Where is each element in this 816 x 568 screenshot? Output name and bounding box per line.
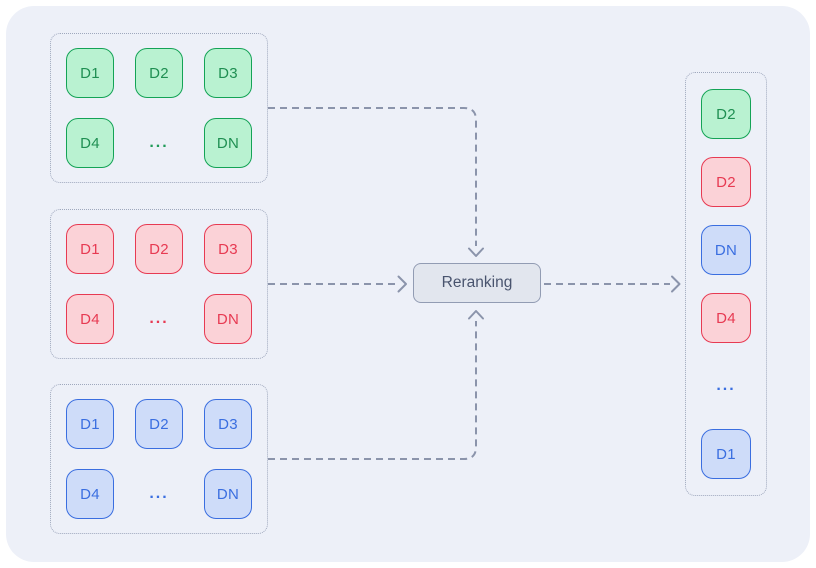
arrow-green-group-to-reranking [268, 107, 484, 257]
ellipsis-output: ... [716, 377, 736, 394]
arrow-red-group-to-reranking [268, 275, 407, 293]
doc-box-green-d4: D4 [66, 118, 114, 168]
ellipsis-blue: ... [149, 485, 169, 502]
ellipsis-red: ... [149, 310, 169, 327]
doc-box-blue-dn: DN [204, 469, 252, 519]
diagram-panel: D1 D2 D3 D4 ... DN D1 D2 D3 D4 ... DN D1… [6, 6, 810, 562]
doc-box-green-dn: DN [204, 118, 252, 168]
candidate-group-red: D1 D2 D3 D4 ... DN [50, 209, 268, 359]
reranking-box: Reranking [413, 263, 541, 303]
output-doc-2: D2 [701, 157, 751, 207]
candidate-group-green: D1 D2 D3 D4 ... DN [50, 33, 268, 183]
output-column: D2 D2 DN D4 ... D1 [685, 72, 767, 496]
doc-box-blue-d1: D1 [66, 399, 114, 449]
output-doc-3: DN [701, 225, 751, 275]
doc-box-green-d3: D3 [204, 48, 252, 98]
output-doc-1: D2 [701, 89, 751, 139]
doc-box-blue-d4: D4 [66, 469, 114, 519]
doc-box-red-dn: DN [204, 294, 252, 344]
output-doc-4: D4 [701, 293, 751, 343]
doc-box-red-d3: D3 [204, 224, 252, 274]
doc-box-green-d2: D2 [135, 48, 183, 98]
doc-box-blue-d3: D3 [204, 399, 252, 449]
candidate-group-blue: D1 D2 D3 D4 ... DN [50, 384, 268, 534]
output-doc-5: D1 [701, 429, 751, 479]
doc-box-green-d1: D1 [66, 48, 114, 98]
arrow-blue-group-to-reranking [268, 310, 484, 460]
doc-box-red-d4: D4 [66, 294, 114, 344]
ellipsis-green: ... [149, 134, 169, 151]
doc-box-blue-d2: D2 [135, 399, 183, 449]
doc-box-red-d1: D1 [66, 224, 114, 274]
doc-box-red-d2: D2 [135, 224, 183, 274]
arrow-reranking-to-output [544, 275, 681, 293]
